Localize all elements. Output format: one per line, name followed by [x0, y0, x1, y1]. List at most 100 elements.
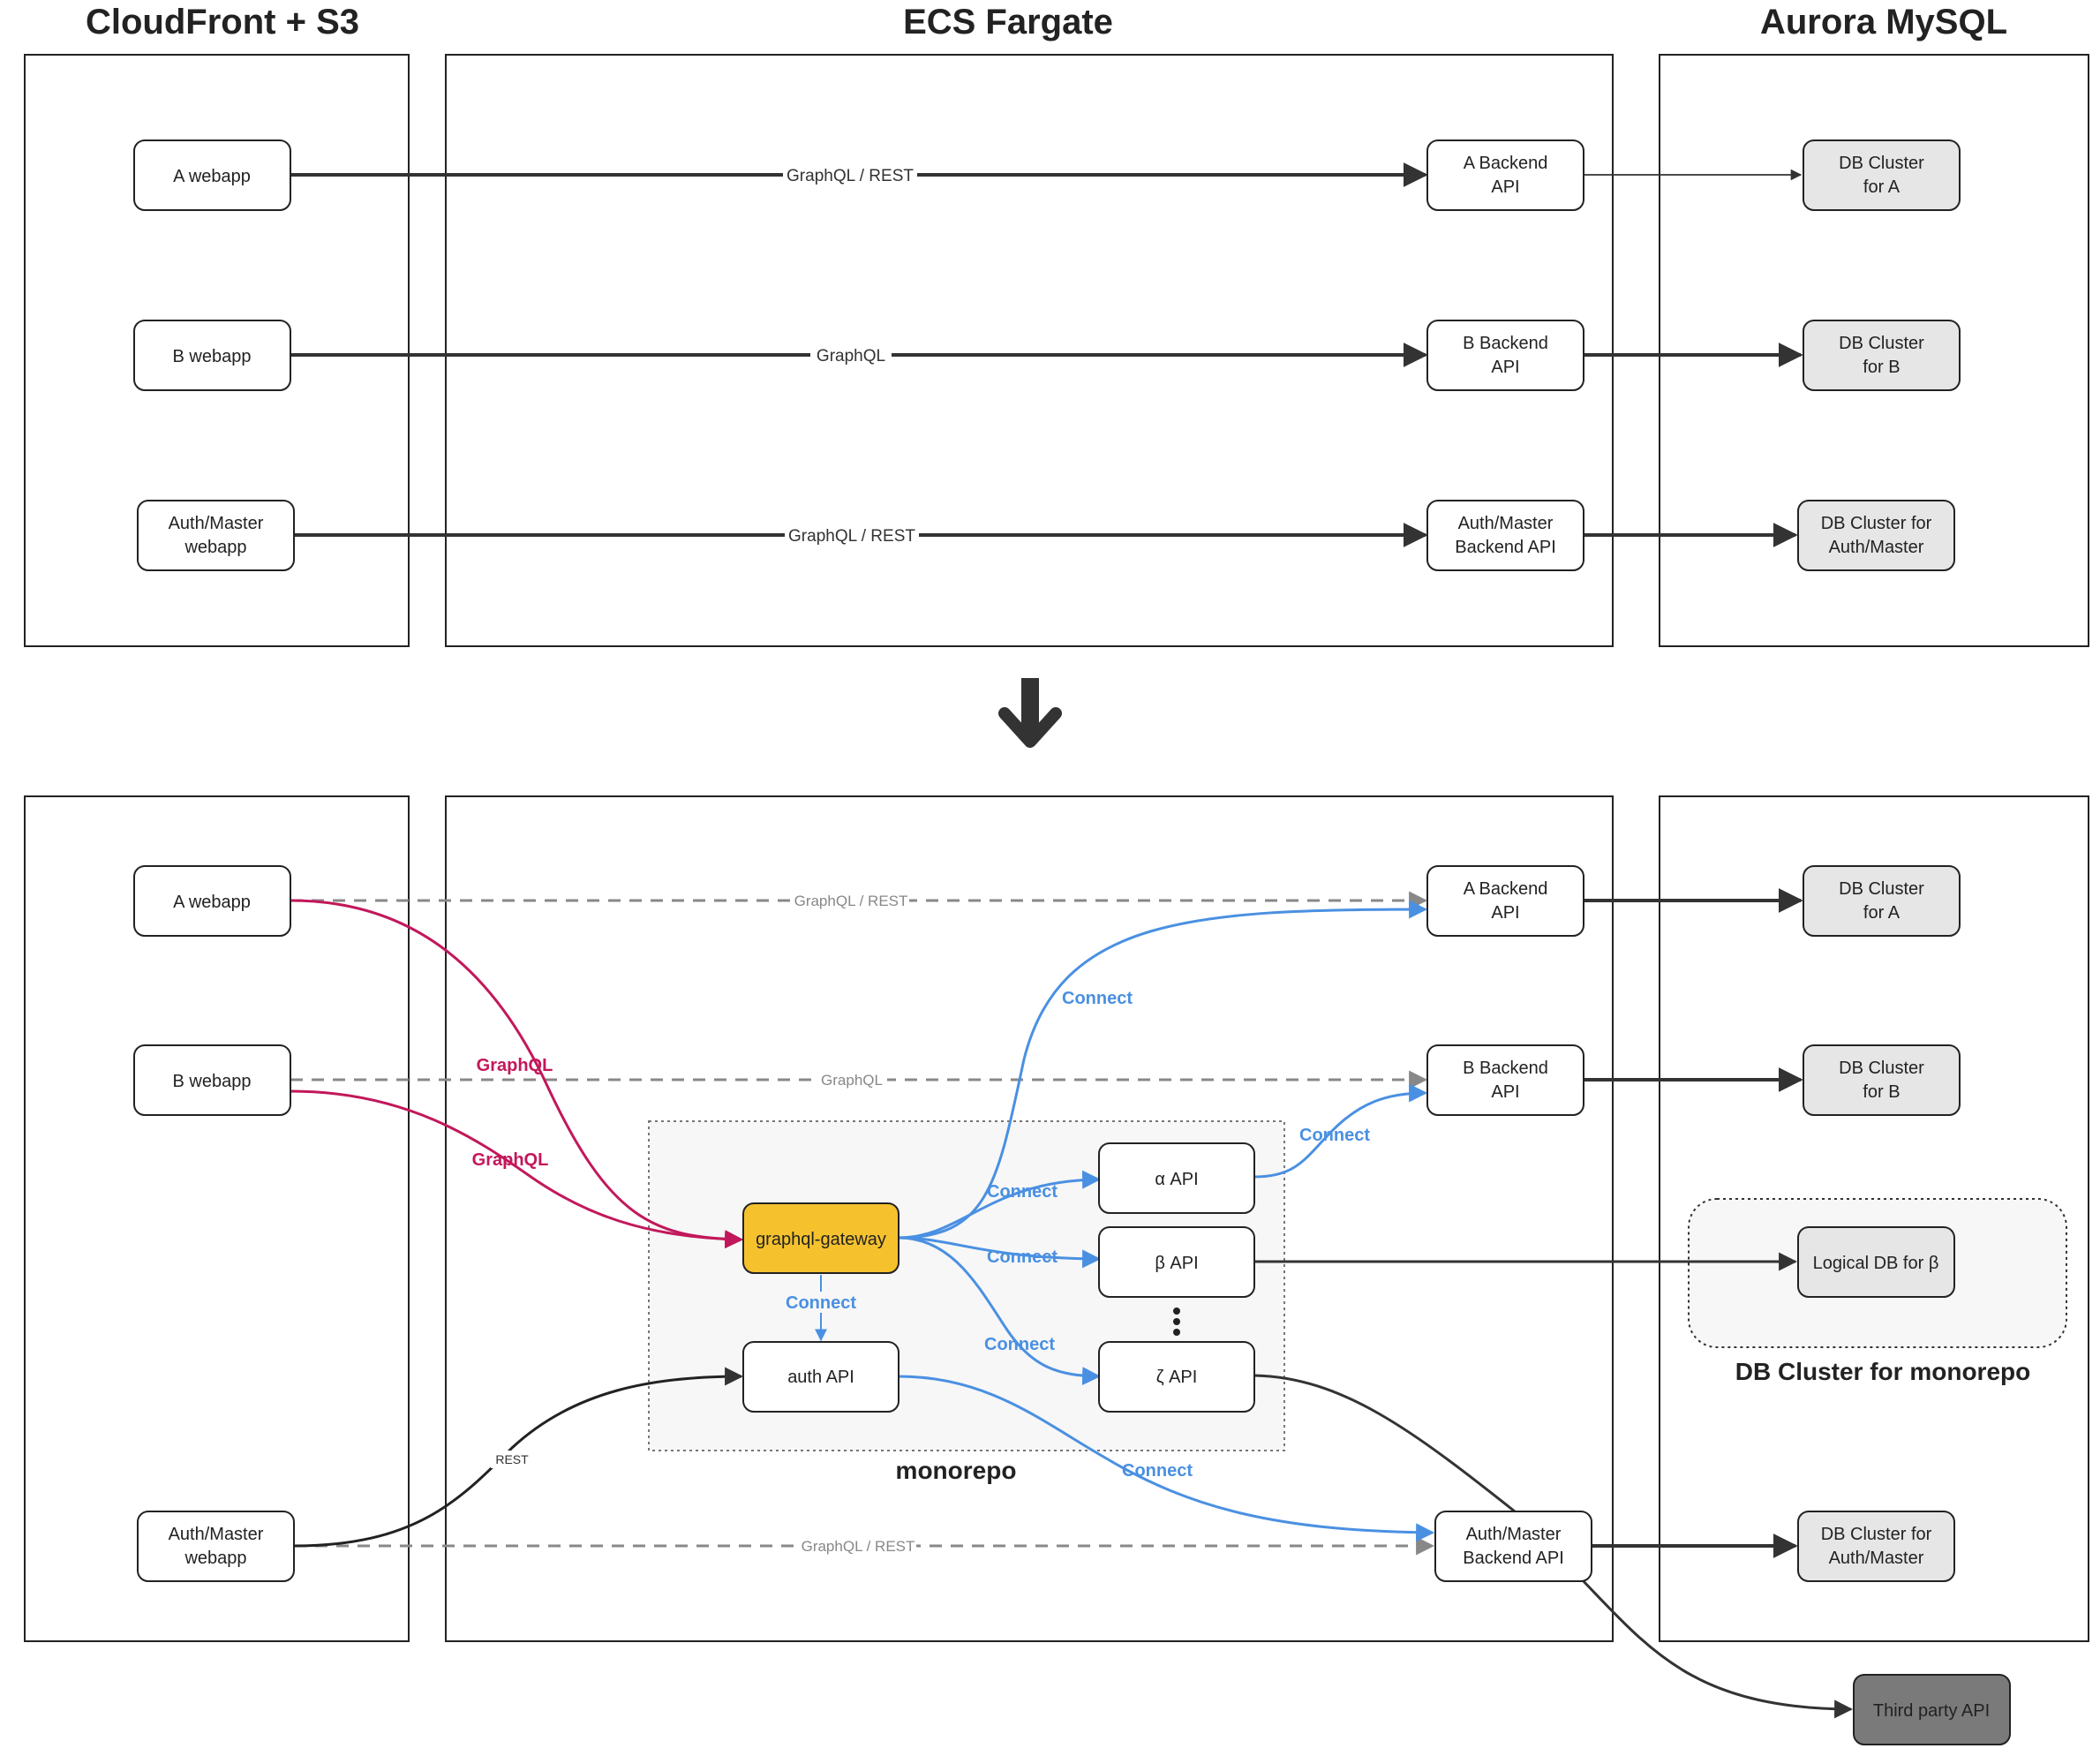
after-dashed-label-auth: GraphQL / REST: [802, 1538, 915, 1555]
before-node-b-webapp-label: B webapp: [173, 347, 252, 366]
connect-label-auth-backend: Connect: [1122, 1461, 1193, 1481]
monorepo-label: monorepo: [896, 1457, 1017, 1484]
before-node-b-backend-label: B Backend API: [1463, 333, 1548, 377]
graphql-gateway-node[interactable]: graphql-gateway: [742, 1202, 899, 1274]
before-node-db-auth-label: DB Cluster for Auth/Master: [1820, 513, 1932, 557]
before-node-auth-webapp-label: Auth/Master webapp: [168, 513, 264, 557]
zeta-to-auth-backend-edge: [1253, 1374, 1516, 1513]
connect-label-a-backend: Connect: [1062, 989, 1133, 1008]
connect-label-auth-api: Connect: [786, 1293, 856, 1313]
before-node-b-backend[interactable]: B Backend API: [1426, 320, 1584, 391]
graphql-edge-b: [290, 1089, 744, 1249]
connect-label-alpha: Connect: [987, 1182, 1058, 1202]
after-node-db-a[interactable]: DB Cluster for A: [1803, 865, 1961, 937]
after-node-b-webapp-label: B webapp: [173, 1072, 252, 1091]
before-node-db-auth[interactable]: DB Cluster for Auth/Master: [1797, 500, 1955, 571]
after-node-db-auth-label: DB Cluster for Auth/Master: [1820, 1524, 1932, 1568]
auth-api-label: auth API: [787, 1368, 854, 1387]
before-node-db-a-label: DB Cluster for A: [1839, 153, 1924, 197]
after-section: monorepo DB Cluster for monorepo GraphQL…: [24, 795, 2089, 1745]
rest-label: REST: [495, 1452, 529, 1466]
before-edge-label-auth: GraphQL / REST: [788, 527, 915, 546]
before-cloudfront-container: [24, 54, 410, 647]
after-node-db-auth[interactable]: DB Cluster for Auth/Master: [1797, 1511, 1955, 1582]
beta-api-node[interactable]: β API: [1098, 1226, 1255, 1298]
after-node-db-b[interactable]: DB Cluster for B: [1803, 1044, 1961, 1116]
edge-label-bg: [491, 1451, 533, 1468]
after-node-b-webapp[interactable]: B webapp: [133, 1044, 291, 1116]
before-section: GraphQL / REST GraphQL GraphQL / REST A …: [24, 54, 2089, 647]
third-party-api-label: Third party API: [1873, 1701, 1990, 1721]
zeta-api-node[interactable]: ζ API: [1098, 1341, 1255, 1413]
graphql-edge-a: [290, 899, 744, 1249]
connect-label-beta: Connect: [987, 1247, 1058, 1267]
connect-edge-alpha: [898, 1170, 1102, 1240]
after-node-a-backend[interactable]: A Backend API: [1426, 865, 1584, 937]
after-node-auth-webapp-label: Auth/Master webapp: [168, 1524, 264, 1568]
before-node-a-backend-label: A Backend API: [1463, 153, 1548, 197]
edge-label-bg: [800, 1536, 916, 1556]
before-node-db-b-label: DB Cluster for B: [1839, 333, 1924, 377]
after-cloudfront-container: [24, 795, 410, 1642]
after-node-db-a-label: DB Cluster for A: [1839, 878, 1924, 923]
after-node-auth-backend[interactable]: Auth/Master Backend API: [1434, 1511, 1592, 1582]
after-node-db-b-label: DB Cluster for B: [1839, 1058, 1924, 1102]
before-node-a-backend[interactable]: A Backend API: [1426, 139, 1584, 211]
connect-edge-auth-backend: [898, 1375, 1435, 1542]
edge-label-bg: [817, 1070, 887, 1089]
after-node-b-backend[interactable]: B Backend API: [1426, 1044, 1584, 1116]
zeta-api-label: ζ API: [1156, 1368, 1198, 1387]
more-apis-ellipsis: [1173, 1308, 1180, 1336]
before-edge-label-a: GraphQL / REST: [787, 167, 914, 185]
after-node-a-backend-label: A Backend API: [1463, 878, 1548, 923]
after-node-a-webapp[interactable]: A webapp: [133, 865, 291, 937]
after-node-auth-webapp[interactable]: Auth/Master webapp: [137, 1511, 295, 1582]
before-ecs-container: [445, 54, 1614, 647]
third-party-api-node[interactable]: Third party API: [1853, 1674, 2011, 1745]
connect-label-zeta: Connect: [984, 1335, 1055, 1354]
edge-label-bg: [781, 1292, 861, 1313]
header-cloudfront: CloudFront + S3: [86, 3, 359, 41]
connect-edge-zeta: [898, 1236, 1102, 1386]
logical-db-beta-node[interactable]: Logical DB for β: [1797, 1226, 1955, 1298]
down-arrow-icon: [998, 678, 1062, 748]
header-ecs: ECS Fargate: [903, 3, 1113, 41]
header-aurora: Aurora MySQL: [1760, 3, 2007, 41]
before-node-a-webapp[interactable]: A webapp: [133, 139, 291, 211]
after-aurora-container: [1659, 795, 2089, 1642]
alpha-api-label: α API: [1155, 1170, 1198, 1189]
before-node-a-webapp-label: A webapp: [173, 167, 251, 186]
graphql-label-a: GraphQL: [477, 1056, 553, 1075]
edge-label-bg: [783, 164, 917, 185]
before-aurora-container: [1659, 54, 2089, 647]
edge-label-bg: [810, 344, 892, 366]
before-node-db-a[interactable]: DB Cluster for A: [1803, 139, 1961, 211]
before-edge-label-b: GraphQL: [817, 347, 885, 366]
connect-edge-alpha-b-backend: [1253, 1083, 1428, 1179]
after-ecs-container: [445, 795, 1614, 1642]
before-node-auth-backend-label: Auth/Master Backend API: [1455, 513, 1556, 557]
rest-edge-auth: [293, 1367, 744, 1548]
alpha-api-node[interactable]: α API: [1098, 1142, 1255, 1214]
after-dashed-label-b: GraphQL: [821, 1072, 883, 1089]
before-node-b-webapp[interactable]: B webapp: [133, 320, 291, 391]
before-node-db-b[interactable]: DB Cluster for B: [1803, 320, 1961, 391]
auth-backend-to-third-party-edge: [1578, 1576, 1854, 1719]
edge-label-bg: [793, 891, 909, 910]
after-dashed-label-a: GraphQL / REST: [794, 893, 908, 909]
db-cluster-monorepo-label: DB Cluster for monorepo: [1735, 1358, 2030, 1385]
after-node-auth-backend-label: Auth/Master Backend API: [1463, 1524, 1564, 1568]
beta-api-label: β API: [1155, 1254, 1198, 1273]
connect-edge-beta: [898, 1236, 1102, 1269]
logical-db-beta-label: Logical DB for β: [1813, 1254, 1939, 1273]
graphql-label-b: GraphQL: [472, 1150, 549, 1170]
connect-label-alpha-b: Connect: [1299, 1126, 1370, 1145]
graphql-gateway-label: graphql-gateway: [756, 1230, 886, 1249]
after-node-b-backend-label: B Backend API: [1463, 1058, 1548, 1102]
before-node-auth-backend[interactable]: Auth/Master Backend API: [1426, 500, 1584, 571]
edge-label-bg: [785, 524, 919, 546]
auth-api-node[interactable]: auth API: [742, 1341, 899, 1413]
before-node-auth-webapp[interactable]: Auth/Master webapp: [137, 500, 295, 571]
after-node-a-webapp-label: A webapp: [173, 893, 251, 912]
